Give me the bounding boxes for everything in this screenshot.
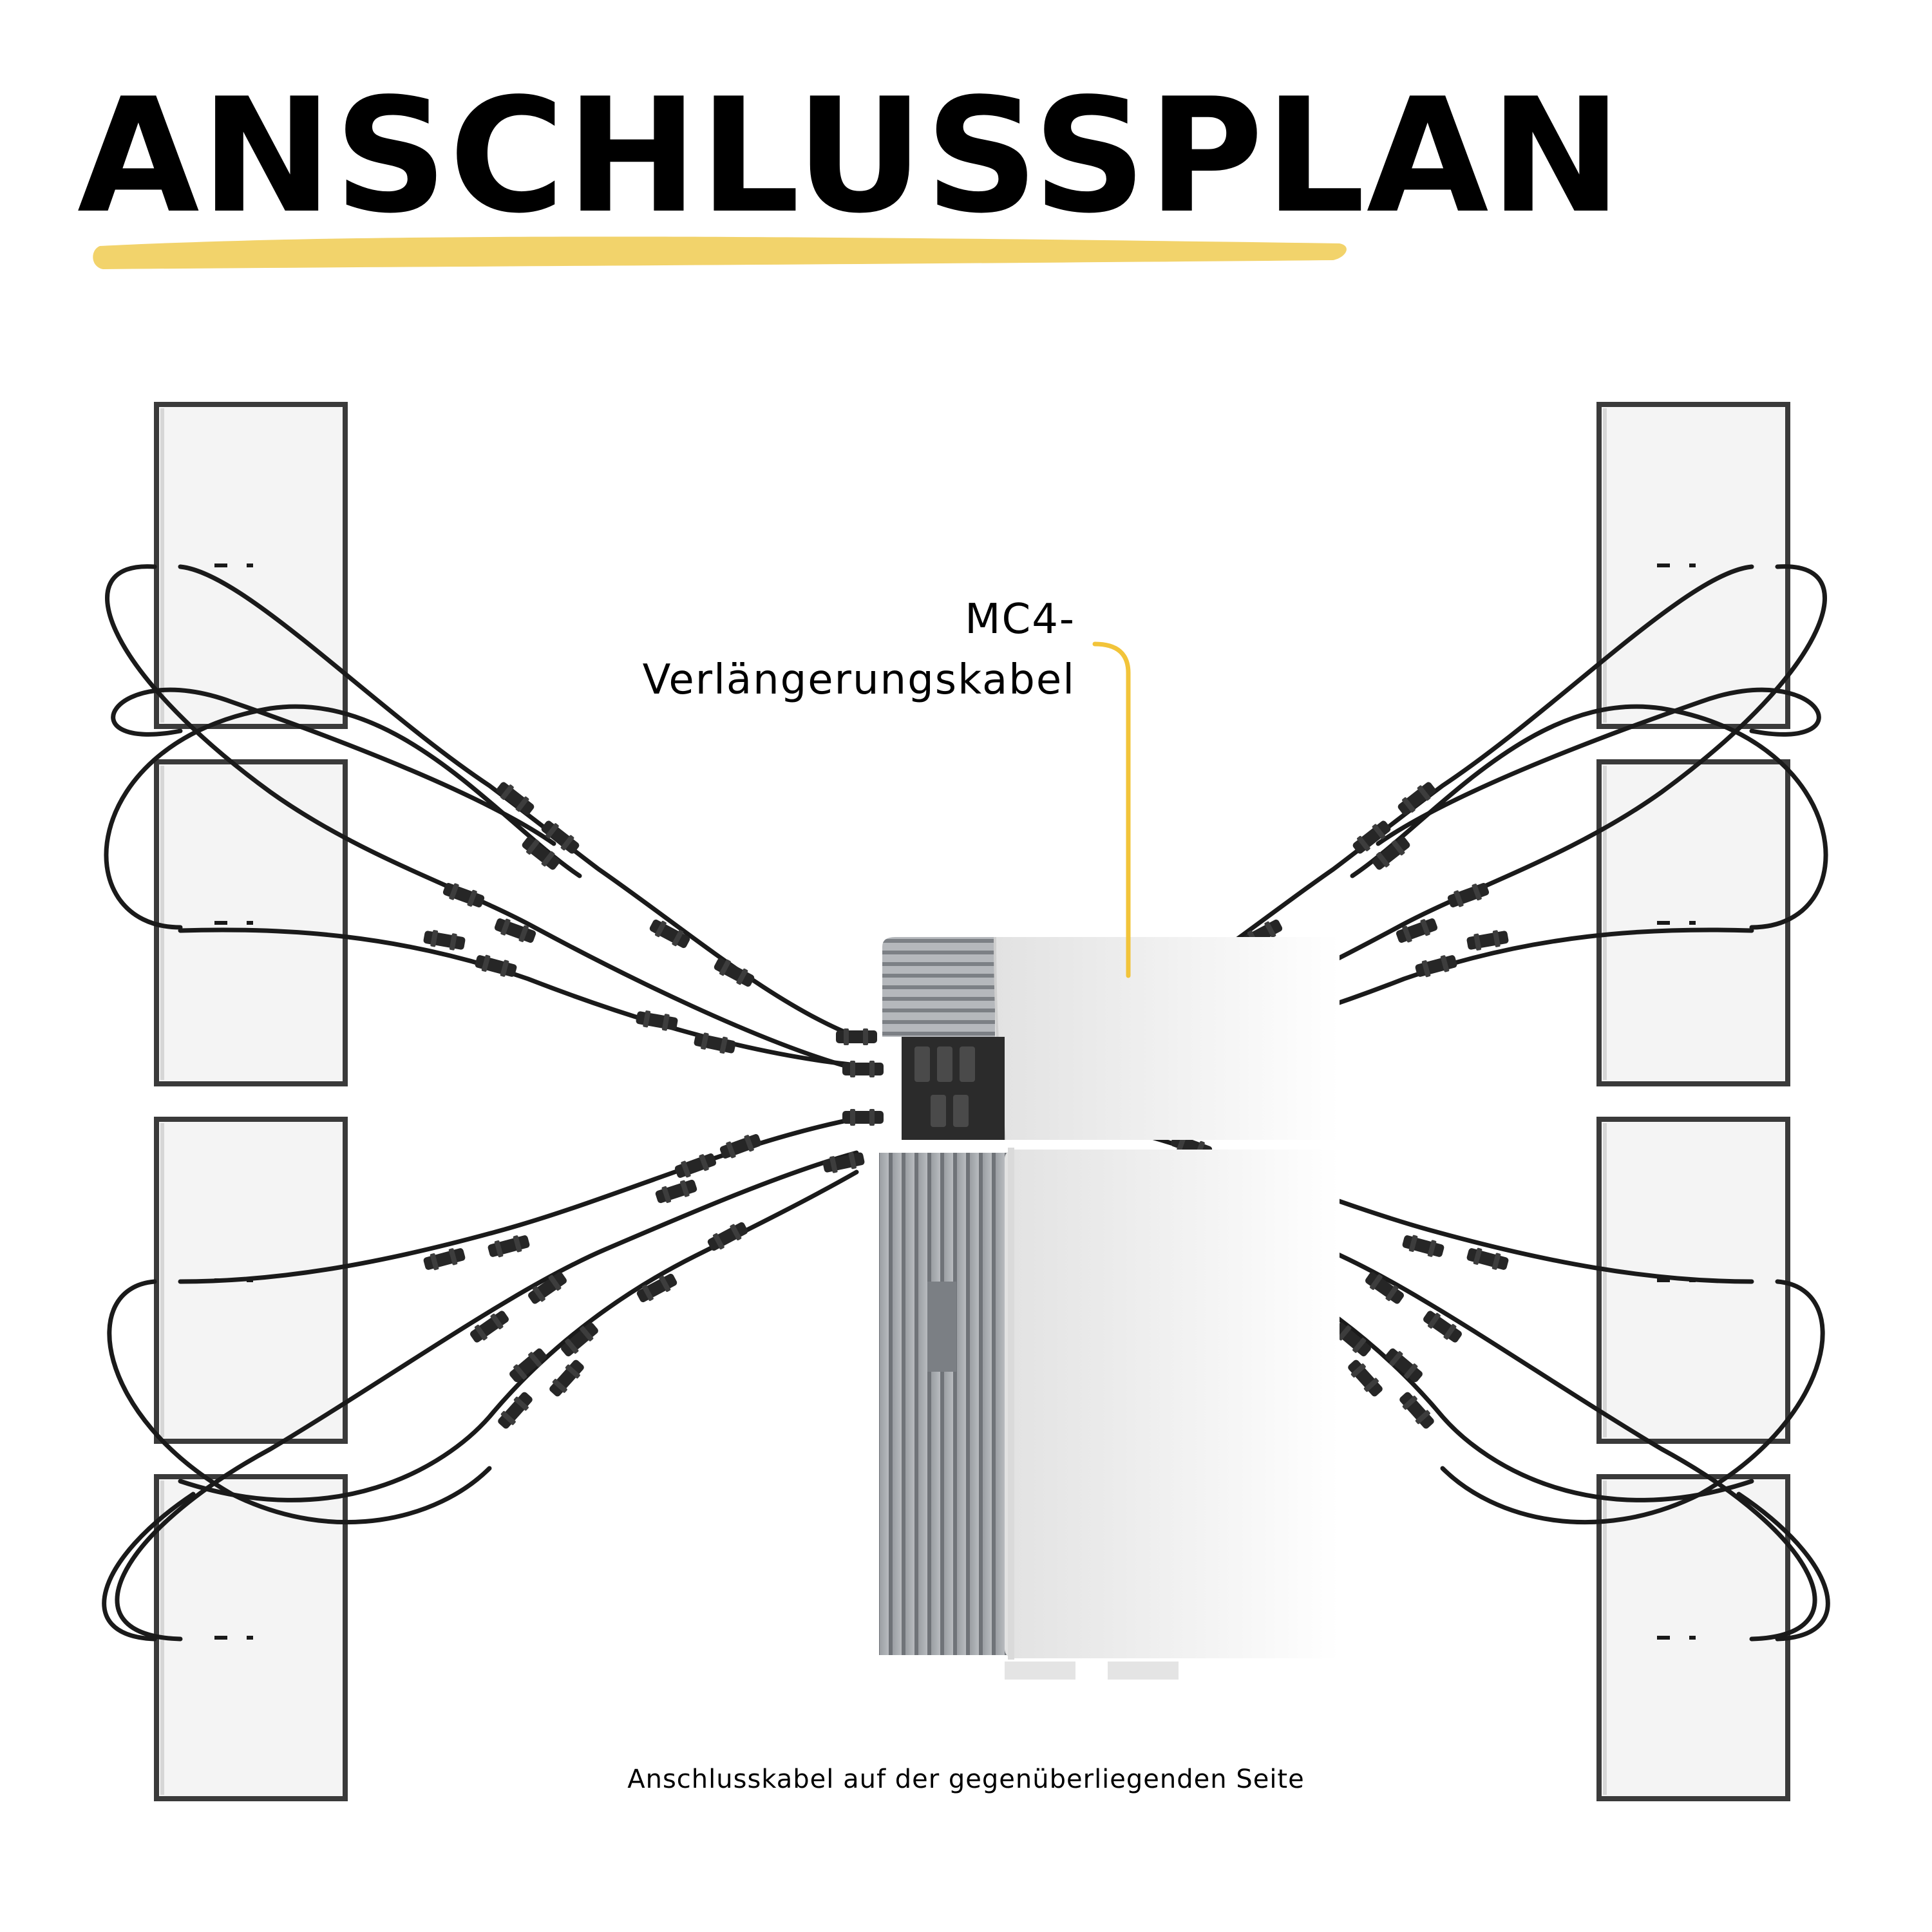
mc4-connector-left-19 xyxy=(486,1233,531,1260)
mc4-connector-right-28 xyxy=(1345,1357,1386,1399)
cable-left-4 xyxy=(104,704,582,930)
mc4-connector-right-5 xyxy=(1394,915,1439,946)
inverter-lower-heatsink xyxy=(879,1153,1008,1655)
mc4-connector-left-27 xyxy=(495,1389,536,1432)
inverter-icon xyxy=(879,936,1340,1680)
callout-line-1: MC4- xyxy=(965,596,1075,643)
mc4-connector-left-17 xyxy=(821,1150,866,1175)
page-title: ANSCHLUSSPLAN xyxy=(77,64,1624,248)
inverter-handle xyxy=(927,1282,956,1372)
mc4-connector-left-4 xyxy=(441,880,486,911)
mc4-connector-left-10 xyxy=(635,1009,679,1033)
solar-panel-1 xyxy=(154,402,348,729)
callout-line-2: Verlängerungskabel xyxy=(642,656,1075,704)
solar-panel-4 xyxy=(154,1474,348,1801)
solar-panel-6 xyxy=(1596,759,1790,1086)
mc4-connector-left-7 xyxy=(473,952,518,980)
mc4-connector-left-21 xyxy=(705,1219,750,1254)
cable-right-3 xyxy=(1376,687,1821,846)
mc4-connector-left-25 xyxy=(507,1345,549,1385)
mc4-connector-right-7 xyxy=(1414,952,1459,980)
cable-left-2 xyxy=(105,564,859,1072)
mc4-connector-left-15 xyxy=(673,1150,718,1181)
inverter-lower-body xyxy=(1005,1150,1340,1658)
mc4-connector-left-14 xyxy=(842,1109,884,1126)
mc4-connector-left-13 xyxy=(842,1061,884,1077)
cable-left-10 xyxy=(178,1170,859,1502)
callout-label: MC4- Verlängerungskabel xyxy=(643,589,1075,710)
mc4-connector-right-6 xyxy=(1466,928,1510,952)
mc4-connector-left-12 xyxy=(836,1028,877,1045)
inverter-top-heatsink xyxy=(882,937,1005,1037)
callout-leader-line xyxy=(1092,641,1131,978)
inverter-top-body xyxy=(995,937,1340,1140)
cable-left-5 xyxy=(178,927,866,1068)
inverter-foot xyxy=(1005,1662,1075,1680)
mc4-connector-right-25 xyxy=(1383,1345,1425,1385)
mc4-connector-left-9 xyxy=(712,955,757,990)
footnote: Anschlusskabel auf der gegenüberliegende… xyxy=(627,1765,1305,1794)
mc4-connector-left-5 xyxy=(493,915,538,946)
mc4-connector-left-16 xyxy=(718,1131,763,1162)
inverter-foot xyxy=(1108,1662,1179,1680)
cable-right-9 xyxy=(1736,1492,1830,1642)
cable-left-9 xyxy=(102,1492,196,1642)
mc4-connector-left-11 xyxy=(692,1030,737,1056)
cable-right-4 xyxy=(1350,704,1828,930)
solar-panel-5 xyxy=(1596,402,1790,729)
solar-panel-2 xyxy=(154,759,348,1086)
mc4-connector-right-4 xyxy=(1446,880,1491,911)
cable-left-8 xyxy=(115,1150,859,1642)
title-underline xyxy=(93,236,1347,269)
mc4-connector-right-27 xyxy=(1396,1389,1437,1432)
mc4-connector-left-28 xyxy=(546,1357,587,1399)
solar-panel-group xyxy=(154,402,1790,1801)
mc4-connector-left-6 xyxy=(422,928,466,952)
mc4-connector-right-19 xyxy=(1401,1233,1446,1260)
cable-left-3 xyxy=(111,687,556,846)
mc4-connector-left-20 xyxy=(654,1177,699,1206)
